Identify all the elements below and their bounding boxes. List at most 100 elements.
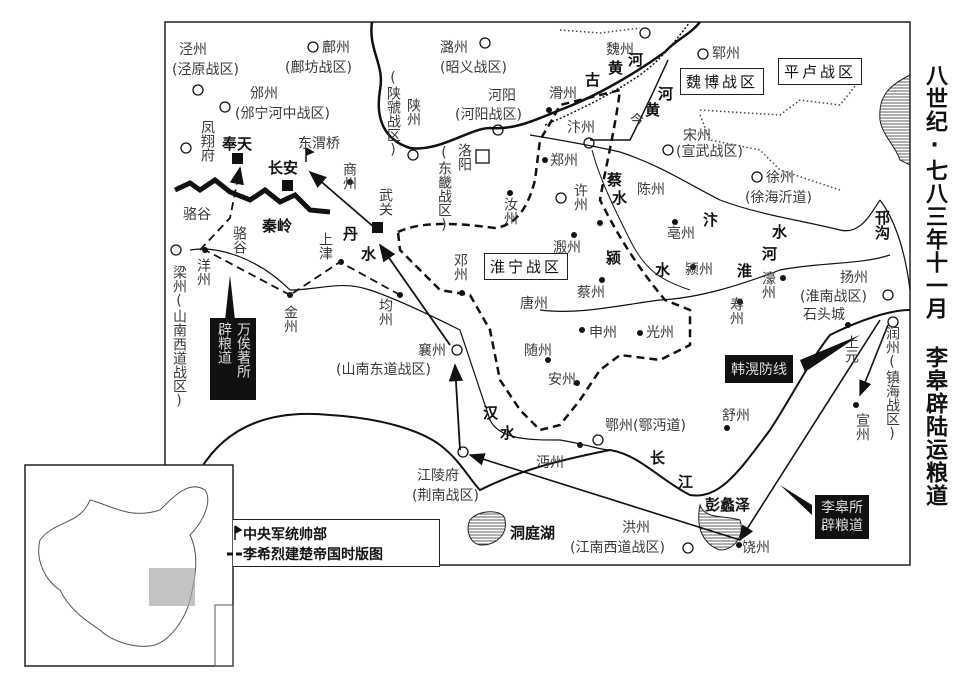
label-dan-river: 丹 xyxy=(343,225,359,243)
pointer-hanhuang xyxy=(800,335,860,372)
label-huang-old: 黄 xyxy=(608,59,624,77)
label-huai-river: 淮 xyxy=(737,262,753,280)
label-han-river-2: 水 xyxy=(500,424,516,442)
capital-markers xyxy=(170,27,899,554)
hq-flag-icon xyxy=(305,147,315,162)
label-dan-river-2: 水 xyxy=(361,245,377,263)
label-shannandong: (山南东道战区) xyxy=(336,362,431,378)
label-shuzhou: 舒州 xyxy=(722,408,750,424)
label-fufang: (鄜坊战区) xyxy=(285,60,352,76)
label-anzhou: 安州 xyxy=(548,372,576,388)
label-xuhaiyi: (徐海沂道) xyxy=(745,190,812,206)
huai-river xyxy=(539,254,891,312)
label-cai-river-2: 水 xyxy=(612,189,628,207)
label-wuguan: 武关 xyxy=(377,188,393,216)
label-jin: 今 xyxy=(630,113,644,129)
label-dengzhou: 邓州 xyxy=(452,253,468,281)
label-haozhou: 濠州 xyxy=(760,271,776,299)
han-river xyxy=(189,248,611,451)
label-huai-river-2: 河 xyxy=(762,245,778,263)
label-yinzhou: 溵州 xyxy=(553,240,581,256)
label-shenzhou: 申州 xyxy=(589,325,617,341)
label-qinling: 秦岭 xyxy=(262,217,293,235)
moqi-road-line1: 万俟著所 xyxy=(235,322,251,378)
label-zhengzhou: 郑州 xyxy=(550,153,578,169)
label-dongweiqiao: 东渭桥 xyxy=(298,136,340,152)
legend-hq: 中央军统帅部 xyxy=(243,527,327,543)
route-xiang-jun xyxy=(378,243,451,346)
label-heyang: 河阳 xyxy=(488,88,516,104)
huaining-zone-box: 淮宁战区 xyxy=(484,253,569,280)
route-runzhou-xuanzhou xyxy=(859,324,889,397)
label-jingyuan: (泾原战区) xyxy=(172,62,239,78)
label-luogu: 骆谷 xyxy=(183,207,211,223)
dongting-lake xyxy=(467,511,506,546)
pinglu-zone-box: 平卢战区 xyxy=(778,58,863,85)
label-zhaoyi: (昭义战区) xyxy=(440,60,507,76)
label-junzhou: 均州 xyxy=(377,298,393,326)
bian-river xyxy=(529,134,881,232)
label-xuzhou-henan: 许州 xyxy=(572,183,588,211)
label-liangzhou: 梁州(山南西道战区) xyxy=(171,265,187,409)
moqi-road-line2: 辟粮道 xyxy=(216,322,232,364)
inset-south-sea xyxy=(214,604,234,667)
legend: 中央军统帅部 李希烈建楚帝国时版图 xyxy=(227,519,440,567)
pengli-lake xyxy=(698,503,742,551)
sea xyxy=(879,74,911,166)
hangou-canal xyxy=(879,199,911,291)
legend-boundary: 李希烈建楚帝国时版图 xyxy=(243,547,383,563)
label-luzhou: 潞州 xyxy=(440,40,468,56)
dotted-boundary xyxy=(559,27,861,191)
label-ying-river-2: 水 xyxy=(655,261,671,279)
label-he-current: 河 xyxy=(658,85,674,103)
route-han xyxy=(448,363,464,451)
weibo-zone-box: 魏博战区 xyxy=(680,68,765,95)
old-yellow-river xyxy=(544,21,691,126)
label-shitoucheng: 石头城 xyxy=(803,307,845,323)
label-shangjin: 上津 xyxy=(317,232,333,260)
label-yangzhou-west: 洋州 xyxy=(195,258,211,286)
inset-highlight xyxy=(149,568,195,606)
ligao-grain-road-box: 李皋所 辟粮道 xyxy=(815,495,869,539)
moqi-grain-road-box: 万俟著所 辟粮道 xyxy=(210,318,256,400)
legend-symbols xyxy=(227,525,245,556)
label-xiangzhou: 襄州 xyxy=(418,343,446,359)
label-heyang-zone: (河阳战区) xyxy=(455,107,522,123)
label-ezhou: 鄂州(鄂沔道) xyxy=(605,418,686,434)
label-shangzhou: 商州 xyxy=(341,162,357,190)
label-yingzhou: 颍州 xyxy=(685,262,713,278)
label-hangou: 邗沟 xyxy=(873,210,891,240)
label-ying-river: 颍 xyxy=(606,249,622,267)
ligao-road-line1: 李皋所 xyxy=(821,500,863,516)
label-he-old: 河 xyxy=(628,51,644,69)
label-fuzhou: 鄜州 xyxy=(322,40,350,56)
pointer-ligao xyxy=(780,485,812,515)
label-fengtian: 奉天 xyxy=(222,135,253,153)
label-raozhou: 饶州 xyxy=(742,540,770,556)
hanhuang-defense-box: 韩滉防线 xyxy=(725,355,793,383)
label-chang: 长 xyxy=(650,449,666,467)
label-weizhou: 魏州 xyxy=(606,42,634,58)
label-shanguo: (陕虢战区) xyxy=(385,70,401,158)
li-xilie-boundary xyxy=(396,88,692,432)
route-moqi xyxy=(199,166,244,251)
route-raozhou-jiangling xyxy=(468,453,741,541)
route-shangzhou xyxy=(308,170,376,229)
map-frame xyxy=(164,21,911,566)
label-jingzhou: 泾州 xyxy=(179,42,207,58)
label-bian-river: 汴 xyxy=(703,211,719,229)
label-changan: 长安 xyxy=(268,159,299,177)
inset-frame xyxy=(24,464,234,667)
label-binzhou: 邠州 xyxy=(250,86,278,102)
label-bianzhou: 汴州 xyxy=(567,120,595,136)
label-luogu-road: 骆谷 xyxy=(231,226,247,254)
city-markers xyxy=(202,107,859,548)
label-bozhou: 亳州 xyxy=(667,226,695,242)
label-jingnan: (荆南战区) xyxy=(412,488,479,504)
label-shanzhou: 陕州 xyxy=(405,98,421,126)
yellow-river xyxy=(370,21,701,150)
pointer-moqi xyxy=(225,275,235,320)
label-runzhou: 润州(镇海战区) xyxy=(884,326,900,442)
ligao-road-line2: 辟粮道 xyxy=(821,518,863,534)
label-huainan: (淮南战区) xyxy=(800,289,867,305)
